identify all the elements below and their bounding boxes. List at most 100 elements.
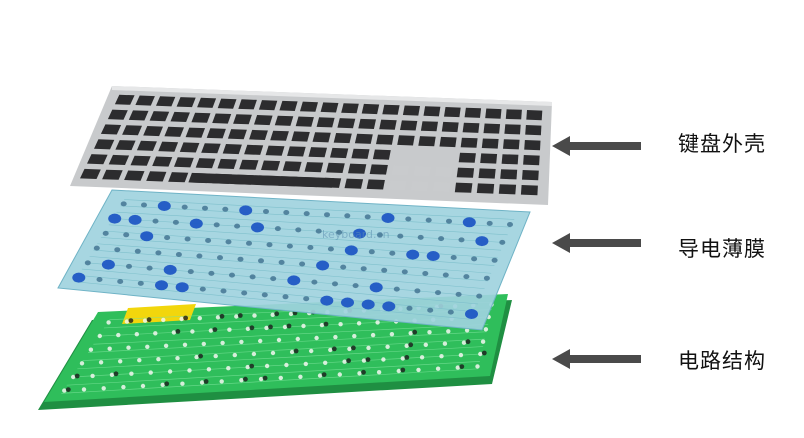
pcb-hole — [183, 315, 189, 321]
pcb-pad — [298, 374, 303, 379]
key — [295, 116, 314, 127]
key — [320, 102, 339, 113]
key — [481, 138, 499, 149]
membrane-contact — [237, 256, 244, 262]
pcb-pad — [219, 379, 224, 384]
key — [270, 130, 289, 141]
pcb-pad — [375, 320, 380, 325]
key — [308, 147, 327, 158]
key — [212, 113, 232, 124]
pcb-pad — [276, 337, 282, 343]
membrane-contact — [299, 261, 306, 267]
pcb-pad — [142, 318, 148, 323]
membrane-contact — [101, 259, 115, 270]
pcb-pad — [347, 346, 352, 352]
pcb-pad — [109, 372, 115, 377]
pcb-pad — [314, 335, 319, 341]
pcb-pad — [98, 360, 104, 365]
membrane-contact — [341, 297, 354, 308]
membrane-contact — [261, 292, 268, 298]
pcb-pad — [427, 330, 432, 335]
key — [326, 162, 345, 173]
pcb-pad — [258, 338, 263, 344]
pcb-pad — [442, 341, 448, 346]
membrane-contact — [189, 218, 203, 229]
key — [413, 166, 431, 177]
key — [115, 140, 136, 151]
pcb-hole — [198, 353, 204, 359]
membrane-contact — [282, 294, 289, 300]
pcb-pad — [134, 332, 139, 337]
membrane-contact — [417, 234, 424, 240]
membrane-contact — [455, 291, 462, 297]
pcb-pad — [400, 356, 405, 361]
pcb-pad — [446, 329, 451, 334]
pcb-trace — [93, 323, 489, 345]
membrane-contact — [427, 307, 434, 313]
membrane-contact — [483, 275, 490, 281]
key — [379, 119, 397, 130]
pcb-pad — [423, 342, 428, 347]
pcb-pad — [213, 353, 218, 359]
pcb-pad — [338, 322, 343, 327]
pcb-hole — [274, 311, 280, 317]
key — [382, 104, 400, 115]
key — [330, 147, 349, 159]
pcb-hole — [351, 345, 356, 351]
pcb-pad — [289, 349, 295, 355]
pcb-pad — [227, 327, 232, 332]
pcb-pad — [121, 384, 126, 390]
pcb-pad — [464, 328, 470, 333]
arrows — [552, 136, 641, 369]
key — [372, 149, 391, 160]
pcb-pad — [361, 358, 367, 363]
membrane-contact — [406, 305, 413, 311]
pcb-hole — [146, 317, 152, 323]
membrane-contact — [146, 265, 153, 271]
membrane-contact — [340, 264, 347, 270]
pcb-hole — [243, 376, 248, 382]
membrane-contact — [123, 232, 130, 238]
key — [391, 165, 410, 176]
key — [476, 183, 495, 194]
pcb-trace — [87, 331, 487, 353]
membrane-contact — [491, 257, 498, 263]
key — [520, 185, 538, 196]
key — [432, 181, 451, 192]
membrane-contact — [426, 251, 440, 261]
key — [344, 178, 364, 189]
key — [454, 182, 473, 193]
pcb-pad — [323, 360, 328, 365]
key — [435, 166, 453, 177]
pcb-pad — [309, 348, 314, 354]
pcb-pad — [124, 319, 130, 324]
pcb-components — [61, 301, 494, 394]
membrane-contact — [246, 240, 252, 246]
pcb-pad — [483, 327, 489, 332]
membrane-contact — [222, 206, 229, 212]
membrane-trace — [101, 237, 495, 266]
membrane-trace — [124, 199, 515, 220]
membrane-contact — [229, 272, 235, 278]
membrane-contact — [175, 282, 189, 293]
membrane-contact — [114, 247, 121, 253]
label-circuit-structure: 电路结构 — [678, 349, 766, 373]
membrane-contact — [462, 217, 476, 228]
pcb-hole — [465, 339, 471, 345]
pcb-pad — [370, 332, 376, 338]
pcb-hole — [481, 350, 487, 356]
key — [282, 161, 302, 172]
key — [100, 124, 122, 135]
membrane-contact — [507, 222, 513, 227]
membrane-contact — [327, 246, 334, 252]
pcb-trace — [77, 346, 484, 370]
keyboard-shell-layer — [70, 86, 552, 205]
pcb-pad — [284, 362, 289, 368]
key — [107, 109, 128, 120]
key — [415, 151, 434, 162]
membrane-contact — [465, 309, 478, 319]
pcb-pad — [352, 333, 357, 339]
pcb-pad — [161, 317, 166, 323]
membrane-contact — [175, 252, 182, 257]
membrane-contact — [315, 228, 322, 234]
